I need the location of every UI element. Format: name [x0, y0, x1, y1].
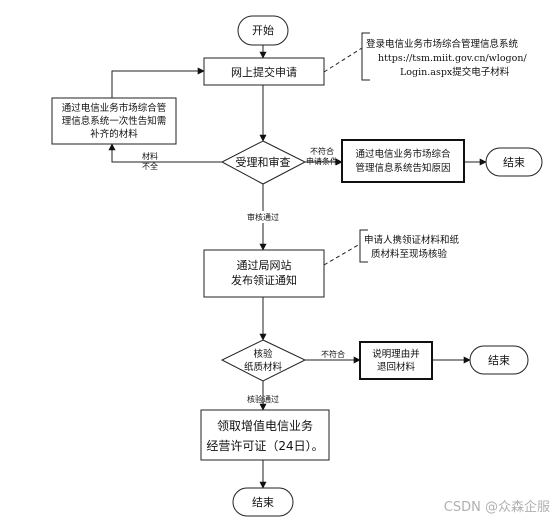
edge-label-incomplete-1: 材料	[142, 151, 158, 161]
supplement-node: 通过电信业务市场综合管 理信息系统一次性告知需 补齐的材料	[51, 97, 177, 145]
receive-line2: 经营许可证（24日）。	[206, 439, 323, 453]
end3-label: 结束	[252, 496, 274, 509]
return-line2: 退回材料	[377, 361, 416, 373]
submit-node: 网上提交申请	[203, 57, 325, 86]
note-online-line1: 登录电信业务市场综合管理信息系统	[366, 38, 519, 50]
edge-review-supplement	[108, 143, 222, 163]
start-label: 开始	[252, 23, 274, 37]
watermark: CSDN @众森企服	[444, 499, 550, 515]
notify-reason-line1: 通过电信业务市场综合	[355, 148, 451, 160]
submit-label: 网上提交申请	[231, 65, 297, 79]
end1-label: 结束	[503, 156, 525, 169]
review-node: 受理和审查	[220, 140, 307, 185]
edge-supplement-submit	[111, 67, 205, 98]
edge-label-review-pass: 审核通过	[247, 212, 279, 222]
note-online-line2: https://tsm.miit.gov.cn/wlogon/	[378, 53, 527, 64]
supplement-line3: 补齐的材料	[90, 128, 138, 140]
edge-label-not-conform: 不符合	[321, 349, 345, 359]
end1-node: 结束	[485, 147, 543, 177]
note-carry: 申请人携领证材料和纸 质材料至现场核验	[359, 229, 460, 263]
publish-node: 通过局网站 发布领证通知	[203, 249, 325, 298]
verify-line2: 纸质材料	[244, 361, 283, 373]
edge-label-verify-pass: 核验通过	[247, 394, 279, 404]
supplement-line1: 通过电信业务市场综合管	[62, 102, 167, 114]
receive-node: 领取增值电信业务 经营许可证（24日）。	[200, 409, 330, 461]
note-link-online	[323, 47, 363, 73]
edge-label-not-meet-2: 申请条件	[306, 156, 338, 166]
start-node: 开始	[237, 15, 289, 46]
return-node: 说明理由并 退回材料	[359, 341, 433, 380]
verify-line1: 核验	[253, 348, 273, 360]
receive-line1: 领取增值电信业务	[217, 418, 313, 433]
end2-label: 结束	[488, 354, 510, 367]
note-carry-line1: 申请人携领证材料和纸	[364, 234, 460, 246]
note-carry-line2: 质材料至现场核验	[371, 248, 448, 260]
edge-label-not-meet-1: 不符合	[310, 146, 334, 156]
review-label: 受理和审查	[236, 155, 291, 169]
end2-node: 结束	[469, 345, 529, 375]
notify-reason-line2: 管理信息系统告知原因	[355, 162, 450, 174]
note-online-line3: Login.aspx提交电子材料	[400, 66, 510, 78]
edge-label-incomplete-2: 不全	[142, 161, 158, 171]
note-online: 登录电信业务市场综合管理信息系统 https://tsm.miit.gov.cn…	[361, 32, 527, 81]
end3-node: 结束	[232, 487, 294, 517]
notify-reason-node: 通过电信业务市场综合 管理信息系统告知原因	[341, 139, 465, 183]
publish-line2: 发布领证通知	[231, 273, 297, 287]
note-link-carry	[323, 243, 361, 266]
verify-node: 核验 纸质材料	[220, 339, 307, 382]
return-line1: 说明理由并	[372, 348, 420, 360]
publish-line1: 通过局网站	[237, 258, 292, 272]
supplement-line2: 理信息系统一次性告知需	[62, 115, 167, 127]
